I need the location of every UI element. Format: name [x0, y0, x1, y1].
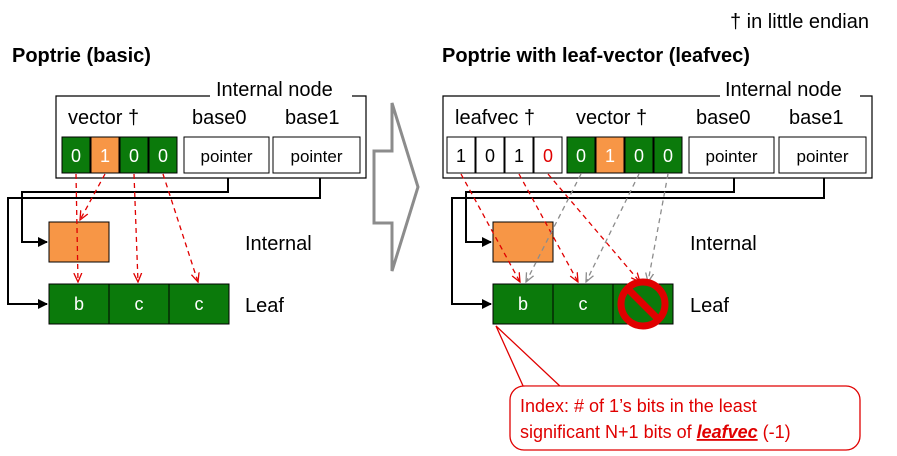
right-title: Poptrie with leaf-vector (leafvec) [442, 45, 750, 67]
left-base1-arrow [7, 178, 321, 309]
right-leaf-cell-text: c [579, 294, 588, 314]
right-vector-bit-text: 0 [576, 146, 586, 166]
left-leaf-cell-text: c [135, 294, 144, 314]
left-base0-arrow [21, 178, 229, 247]
left-vector-bit-text: 0 [71, 146, 81, 166]
callout-line2-emph: leafvec [697, 422, 758, 442]
left-pointer-base1-text: pointer [291, 147, 343, 166]
right-leafvec-bits: 1 0 1 0 [446, 136, 563, 174]
left-leaf-cell [168, 283, 230, 325]
endian-note: † in little endian [730, 11, 869, 33]
right-red-arrow [460, 173, 520, 282]
left-base0-label: base0 [192, 107, 247, 129]
right-leaf-cell [552, 283, 614, 325]
callout-line2-prefix: significant N+1 bits of [520, 422, 697, 442]
right-vector-bit-text: 0 [634, 146, 644, 166]
right-red-arrow [547, 173, 640, 282]
right-gray-arrow [586, 173, 640, 282]
right-pointer-base1-text: pointer [797, 147, 849, 166]
left-pointer-base0-text: pointer [201, 147, 253, 166]
left-vector-bit-cell [148, 136, 178, 174]
right-vector-bits: 0 1 0 0 [566, 136, 683, 174]
right-red-arrow [518, 173, 578, 282]
right-base0-label: base0 [696, 107, 751, 129]
index-callout: Index: # of 1’s bits in the least signif… [495, 325, 861, 451]
right-internal-node-frame [442, 95, 873, 179]
right-leafvec-bit-cell [446, 136, 476, 174]
callout-box [509, 385, 861, 451]
right-vector-arrows [526, 173, 669, 282]
right-leaf-cell-text: b [518, 294, 528, 314]
right-leafvec-bit-cell [475, 136, 505, 174]
left-pointer-base1 [272, 136, 361, 174]
left-red-arrow [76, 173, 78, 282]
left-vector-bit-cell [119, 136, 149, 174]
left-mapping-arrows [76, 173, 198, 282]
right-base1-label: base1 [789, 107, 844, 129]
right-internal-node-label: Internal node [725, 79, 842, 101]
transition-arrow-icon [372, 102, 420, 272]
left-vector-bit-text: 0 [129, 146, 139, 166]
left-red-arrow [134, 173, 138, 282]
right-vector-bit-cell [653, 136, 683, 174]
right-gray-arrow [648, 173, 669, 282]
right-leafvec-bit-cell [504, 136, 534, 174]
right-vector-bit-cell [566, 136, 596, 174]
right-leafvec-bit-cell [533, 136, 563, 174]
left-leaf-array: b c c [48, 283, 230, 325]
left-internal-node-label: Internal node [216, 79, 333, 101]
right-internal-child [492, 221, 554, 263]
right-leafvec-bit-text: 0 [543, 146, 553, 166]
left-red-arrow [162, 173, 198, 282]
right-leaf-cell [492, 283, 554, 325]
right-pointer-base0-text: pointer [706, 147, 758, 166]
right-leafvec-arrows [460, 173, 640, 282]
right-pointer-base1 [778, 136, 867, 174]
left-internal-label: Internal [245, 233, 312, 255]
right-gray-arrow [526, 173, 582, 282]
left-title: Poptrie (basic) [12, 45, 151, 67]
left-vector-bit-text: 1 [100, 146, 110, 166]
left-internal-node-frame [55, 95, 367, 179]
right-vector-bit-cell [595, 136, 625, 174]
right-leafvec-bit-text: 1 [456, 146, 466, 166]
left-vector-bits: 0 1 0 0 [61, 136, 178, 174]
right-leafvec-label: leafvec † [455, 107, 535, 129]
right-vector-bit-text: 1 [605, 146, 615, 166]
right-base0-arrow [465, 178, 735, 247]
left-vector-bit-cell [90, 136, 120, 174]
right-leaf-label: Leaf [690, 295, 729, 317]
left-leaf-cell-text: b [74, 294, 84, 314]
callout-line2: significant N+1 bits of leafvec (-1) [520, 422, 791, 442]
left-base1-label: base1 [285, 107, 340, 129]
left-vector-label: vector † [68, 107, 139, 129]
right-vector-bit-cell [624, 136, 654, 174]
right-leafvec-bit-text: 1 [514, 146, 524, 166]
right-vector-label: vector † [576, 107, 647, 129]
left-leaf-label: Leaf [245, 295, 284, 317]
left-vector-bit-cell [61, 136, 91, 174]
callout-pointer [495, 325, 563, 389]
right-vector-bit-text: 0 [663, 146, 673, 166]
left-internal-child [48, 221, 110, 263]
right-pointer-base0 [688, 136, 775, 174]
callout-line1: Index: # of 1’s bits in the least [520, 396, 757, 416]
left-pointer-base0 [183, 136, 270, 174]
callout-line2-suffix: (-1) [758, 422, 791, 442]
right-internal-label: Internal [690, 233, 757, 255]
left-vector-bit-text: 0 [158, 146, 168, 166]
right-base1-arrow [451, 178, 825, 309]
left-leaf-cell-text: c [195, 294, 204, 314]
prohibited-icon [617, 278, 669, 330]
right-leafvec-bit-text: 0 [485, 146, 495, 166]
